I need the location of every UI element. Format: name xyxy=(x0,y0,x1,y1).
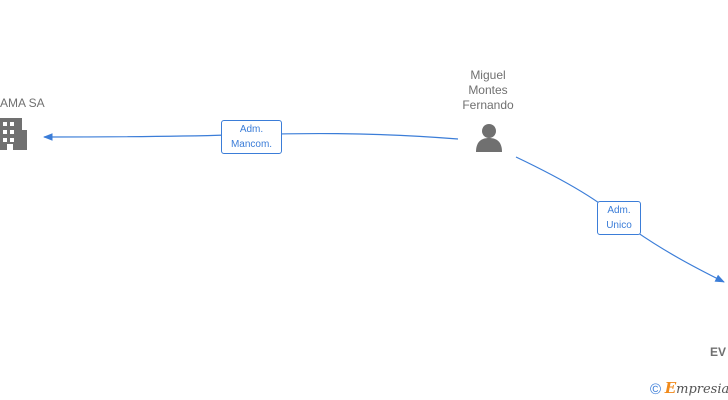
company-right-label[interactable]: EV xyxy=(710,345,727,359)
relation-left-line-2: Mancom. xyxy=(230,139,273,150)
brand-initial: E xyxy=(664,379,677,397)
person-label[interactable]: Miguel Montes Fernando xyxy=(447,68,529,113)
brand-footer[interactable]: © Empresia xyxy=(650,379,728,399)
relation-left-line-1: Adm. xyxy=(239,124,264,135)
person-label-line-2: Montes xyxy=(468,83,508,97)
person-label-line-1: Miguel xyxy=(470,68,506,82)
person-icon[interactable] xyxy=(476,124,502,152)
building-icon[interactable] xyxy=(0,118,27,150)
relation-badge-right[interactable]: Adm. Unico xyxy=(597,201,641,235)
relation-right-line-1: Adm. xyxy=(607,205,631,216)
company-left-label[interactable]: AMA SA xyxy=(0,96,45,110)
brand-name: mpresia xyxy=(676,382,728,397)
person-label-line-3: Fernando xyxy=(462,98,514,112)
relation-right-line-2: Unico xyxy=(606,220,632,231)
relation-badge-left[interactable]: Adm. Mancom. xyxy=(221,120,282,154)
copyright-icon: © xyxy=(650,381,662,398)
